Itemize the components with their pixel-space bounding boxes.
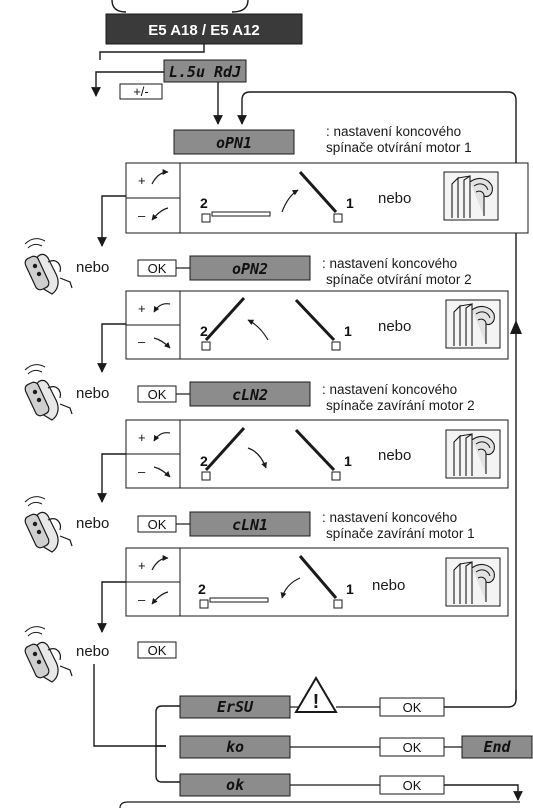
step-display: cLN1 bbox=[232, 516, 268, 534]
remote-icon bbox=[22, 496, 73, 553]
svg-text:OK: OK bbox=[403, 700, 422, 715]
step-desc-line2: spínače otvírání motor 1 bbox=[326, 140, 472, 155]
svg-text:OK: OK bbox=[148, 517, 167, 532]
nebo-label: nebo bbox=[76, 515, 109, 532]
step-opn1: oPN1 : nastavení koncového spínače otvír… bbox=[125, 124, 529, 234]
model-title: E5 A18 / E5 A12 bbox=[148, 22, 259, 39]
svg-text:+: + bbox=[138, 430, 146, 445]
ok-button[interactable]: OK bbox=[137, 641, 177, 659]
branch-line bbox=[97, 323, 126, 373]
remote-icon bbox=[22, 238, 73, 295]
result-ok: ok bbox=[179, 773, 380, 797]
flow-line bbox=[93, 664, 166, 747]
step-display: cLN2 bbox=[232, 386, 268, 404]
flow-line bbox=[99, 44, 205, 60]
svg-text:–: – bbox=[138, 592, 146, 607]
step-cln1: cLN1 : nastavení koncového spínače zavír… bbox=[125, 510, 509, 617]
top-connector bbox=[111, 0, 249, 13]
result-ko: ko bbox=[179, 735, 380, 759]
svg-text:+/-: +/- bbox=[133, 84, 149, 99]
step-cln2: cLN2 : nastavení koncového spínače zavír… bbox=[125, 381, 509, 489]
step-desc-line2: spínače otvírání motor 2 bbox=[326, 272, 472, 287]
svg-text:OK: OK bbox=[148, 261, 167, 276]
svg-text:2: 2 bbox=[200, 323, 208, 339]
svg-text:–: – bbox=[138, 208, 146, 223]
step-desc-line1: : nastavení koncového bbox=[322, 256, 457, 271]
loop-up-arrowhead bbox=[510, 320, 522, 334]
step-desc-line2: spínače zavírání motor 2 bbox=[326, 398, 475, 413]
svg-text:–: – bbox=[138, 334, 146, 349]
svg-text:L.5u RdJ: L.5u RdJ bbox=[169, 63, 241, 81]
svg-text:nebo: nebo bbox=[372, 577, 405, 594]
svg-text:nebo: nebo bbox=[378, 447, 411, 464]
step-opn2: oPN2 : nastavení koncového spínače otvír… bbox=[125, 255, 509, 360]
ok-button-ersu[interactable]: OK bbox=[379, 697, 445, 717]
warning-icon bbox=[294, 676, 338, 713]
step-desc-line1: : nastavení koncového bbox=[326, 124, 461, 139]
result-branch bbox=[155, 705, 180, 783]
step-display: oPN2 bbox=[232, 260, 268, 278]
step-desc-line2: spínače zavírání motor 1 bbox=[326, 526, 475, 541]
svg-text:nebo: nebo bbox=[378, 190, 411, 207]
svg-text:ErSU: ErSU bbox=[217, 698, 254, 716]
branch-line bbox=[97, 195, 126, 247]
end-display: End bbox=[461, 735, 533, 759]
bottom-connector bbox=[119, 801, 520, 809]
loop-return-line bbox=[242, 91, 517, 700]
svg-text:1: 1 bbox=[344, 453, 352, 469]
step-desc-line1: : nastavení koncového bbox=[322, 382, 457, 397]
svg-text:+: + bbox=[138, 173, 146, 188]
svg-text:2: 2 bbox=[198, 581, 206, 597]
model-header: E5 A18 / E5 A12 bbox=[105, 13, 303, 45]
svg-text:nebo: nebo bbox=[378, 318, 411, 335]
svg-text:–: – bbox=[138, 464, 146, 479]
step-display: oPN1 bbox=[216, 134, 252, 152]
ok-button[interactable]: OK bbox=[137, 515, 177, 533]
result-ersu: ErSU ! bbox=[179, 676, 380, 719]
step-desc-line1: : nastavení koncového bbox=[322, 510, 457, 525]
ok-button-ok[interactable]: OK bbox=[379, 775, 445, 795]
lsu-adj-display: L.5u RdJ bbox=[163, 59, 247, 83]
svg-text:+: + bbox=[138, 558, 146, 573]
svg-text:ko: ko bbox=[226, 738, 244, 756]
svg-text:1: 1 bbox=[346, 581, 354, 597]
nebo-label: nebo bbox=[76, 385, 109, 402]
nebo-label: nebo bbox=[76, 643, 109, 660]
svg-text:2: 2 bbox=[200, 453, 208, 469]
svg-text:End: End bbox=[483, 738, 511, 756]
svg-text:!: ! bbox=[313, 691, 320, 713]
ok-button[interactable]: OK bbox=[137, 385, 177, 403]
svg-text:ok: ok bbox=[226, 776, 245, 794]
plus-minus-button[interactable]: +/- bbox=[119, 83, 163, 100]
svg-text:OK: OK bbox=[148, 643, 167, 658]
svg-text:1: 1 bbox=[346, 195, 354, 211]
remote-icon bbox=[22, 625, 73, 683]
svg-text:1: 1 bbox=[344, 323, 352, 339]
svg-text:2: 2 bbox=[200, 195, 208, 211]
branch-line bbox=[97, 453, 126, 503]
nebo-label: nebo bbox=[76, 259, 109, 276]
branch-line bbox=[97, 581, 126, 633]
flow-arrow-left bbox=[91, 71, 164, 97]
svg-text:OK: OK bbox=[403, 778, 422, 793]
svg-text:OK: OK bbox=[403, 740, 422, 755]
ok-button-ko[interactable]: OK bbox=[379, 737, 445, 757]
svg-text:+: + bbox=[138, 301, 146, 316]
remote-icon bbox=[22, 364, 73, 421]
ok-button[interactable]: OK bbox=[137, 259, 177, 277]
svg-text:OK: OK bbox=[148, 387, 167, 402]
